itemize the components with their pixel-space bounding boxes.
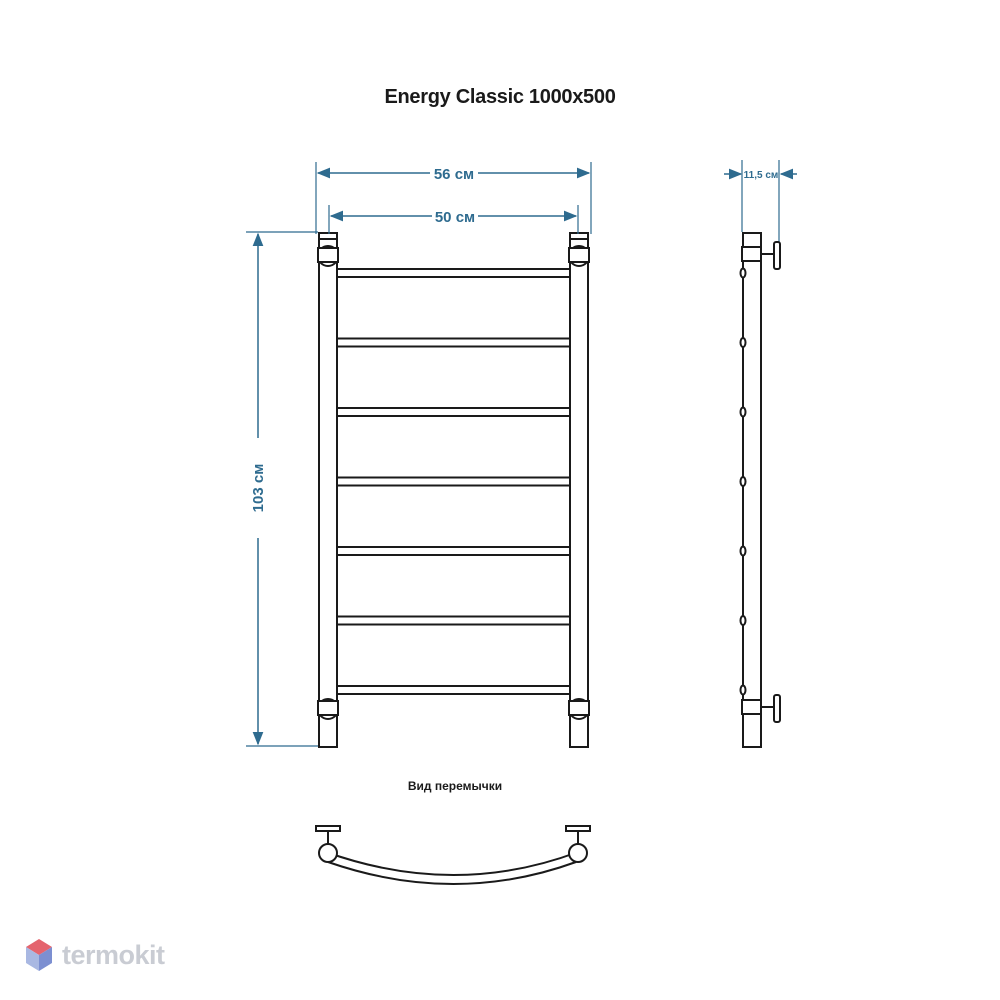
inner-width-label: 50 см	[435, 209, 475, 226]
rail-4	[332, 476, 574, 487]
rail-5	[332, 546, 574, 556]
bridge-caption: Вид перемычки	[407, 779, 503, 793]
side-rail-end-2	[739, 337, 747, 348]
mount-bottom-right	[568, 698, 590, 720]
rail-6	[332, 615, 574, 626]
side-upright	[742, 232, 762, 748]
mount-top-right	[568, 238, 590, 267]
side-rail-end-1	[739, 267, 747, 279]
dimension-height: 103 см	[250, 232, 267, 746]
height-label: 103 см	[250, 464, 267, 513]
front-view	[317, 232, 590, 748]
logo: termokit	[24, 935, 165, 975]
left-upright	[318, 232, 338, 748]
dimension-outer-width: 56 см	[316, 166, 591, 183]
side-rail-end-3	[739, 406, 747, 418]
dimension-inner-width: 50 см	[329, 209, 578, 226]
rail-3	[332, 407, 574, 417]
rails	[332, 268, 574, 695]
rail-7	[332, 685, 574, 695]
logo-text: termokit	[62, 939, 165, 970]
side-rail-end-7	[739, 684, 747, 696]
side-rail-end-5	[739, 545, 747, 557]
bridge-view	[315, 825, 591, 885]
dimension-depth: 11,5 см	[724, 168, 797, 181]
right-upright	[569, 232, 589, 748]
depth-label: 11,5 см	[744, 170, 779, 181]
side-view	[739, 232, 781, 748]
mount-bottom-left	[317, 698, 339, 720]
diagram-title: Energy Classic 1000x500	[384, 86, 616, 108]
outer-width-label: 56 см	[434, 166, 474, 183]
mount-top-left	[317, 238, 339, 267]
side-rail-ends	[739, 267, 747, 696]
cube-icon	[26, 939, 52, 971]
rail-1	[332, 268, 574, 278]
side-rail-end-4	[739, 476, 747, 487]
side-rail-end-6	[739, 615, 747, 626]
rail-2	[332, 337, 574, 348]
